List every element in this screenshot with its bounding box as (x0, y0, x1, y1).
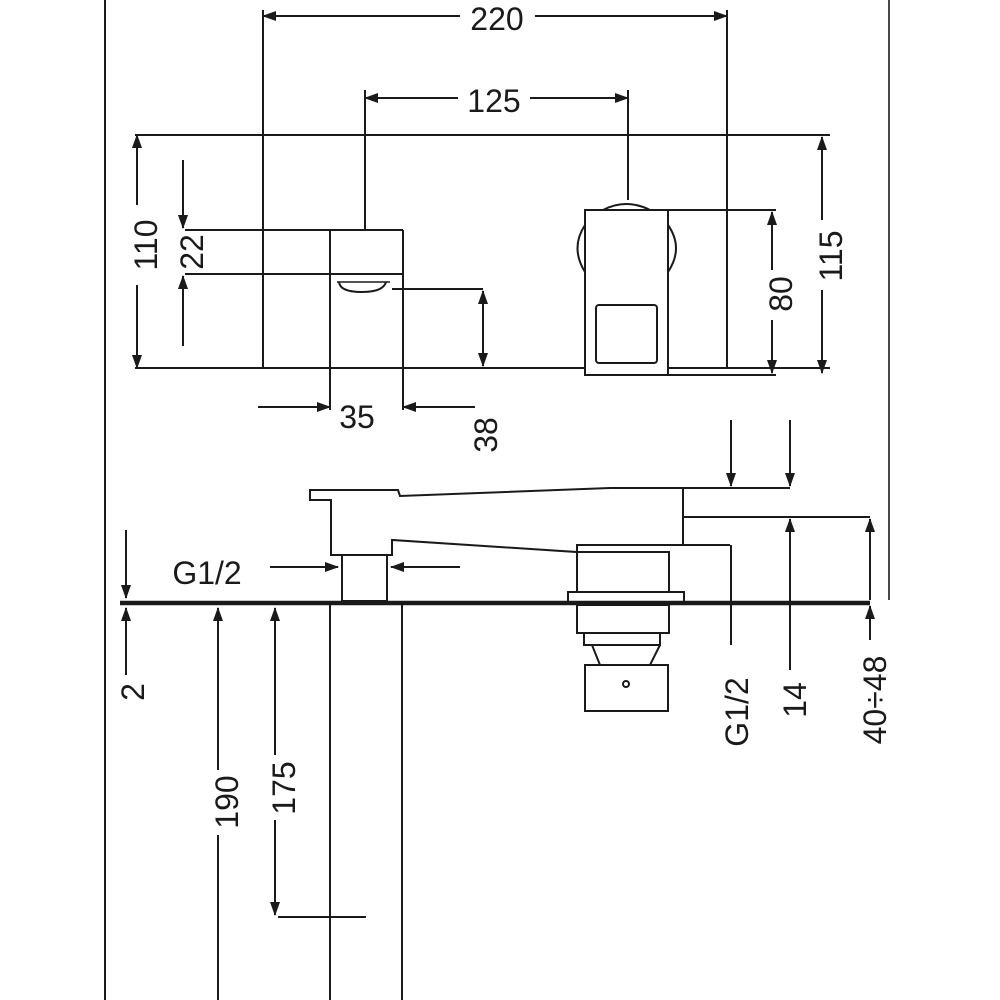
dim-22-label: 22 (174, 234, 210, 270)
washer-cone (591, 644, 661, 666)
cartridge-body (576, 551, 670, 593)
base-flange (567, 591, 685, 604)
dim-14-label: 14 (777, 682, 813, 718)
dim-80-label: 80 (763, 276, 799, 312)
mixer-profile (309, 487, 684, 556)
handle-top-cap (602, 203, 651, 211)
aerator-outlet (338, 281, 387, 294)
mounting-hole (622, 680, 630, 688)
dim-220-label: 220 (470, 1, 523, 37)
mounting-block (584, 664, 669, 712)
top-view: 220 125 110 22 35 38 (128, 1, 849, 453)
inlet-fitting-left (341, 554, 388, 602)
nut-upper (576, 604, 670, 634)
dim-175-label: 175 (266, 761, 302, 814)
dim-g12-right-label: G1/2 (719, 677, 755, 746)
mixer-body (584, 209, 669, 376)
dim-125-label: 125 (467, 83, 520, 119)
side-view: G1/2 2 190 175 G1/2 14 (115, 420, 893, 1000)
dim-190-label: 190 (209, 775, 245, 828)
dim-g12-left-label: G1/2 (172, 555, 241, 591)
lever-square (595, 304, 658, 364)
dim-2-label: 2 (115, 683, 151, 701)
handle-left-knob (576, 224, 586, 273)
handle-right-knob (667, 224, 677, 273)
nut-lower (583, 632, 661, 646)
dim-35-label: 35 (339, 399, 375, 435)
dim-40-48-label: 40÷48 (857, 656, 893, 745)
dim-38-label: 38 (468, 417, 504, 453)
dim-110-label: 110 (128, 219, 164, 270)
dim-115-label: 115 (813, 230, 849, 281)
